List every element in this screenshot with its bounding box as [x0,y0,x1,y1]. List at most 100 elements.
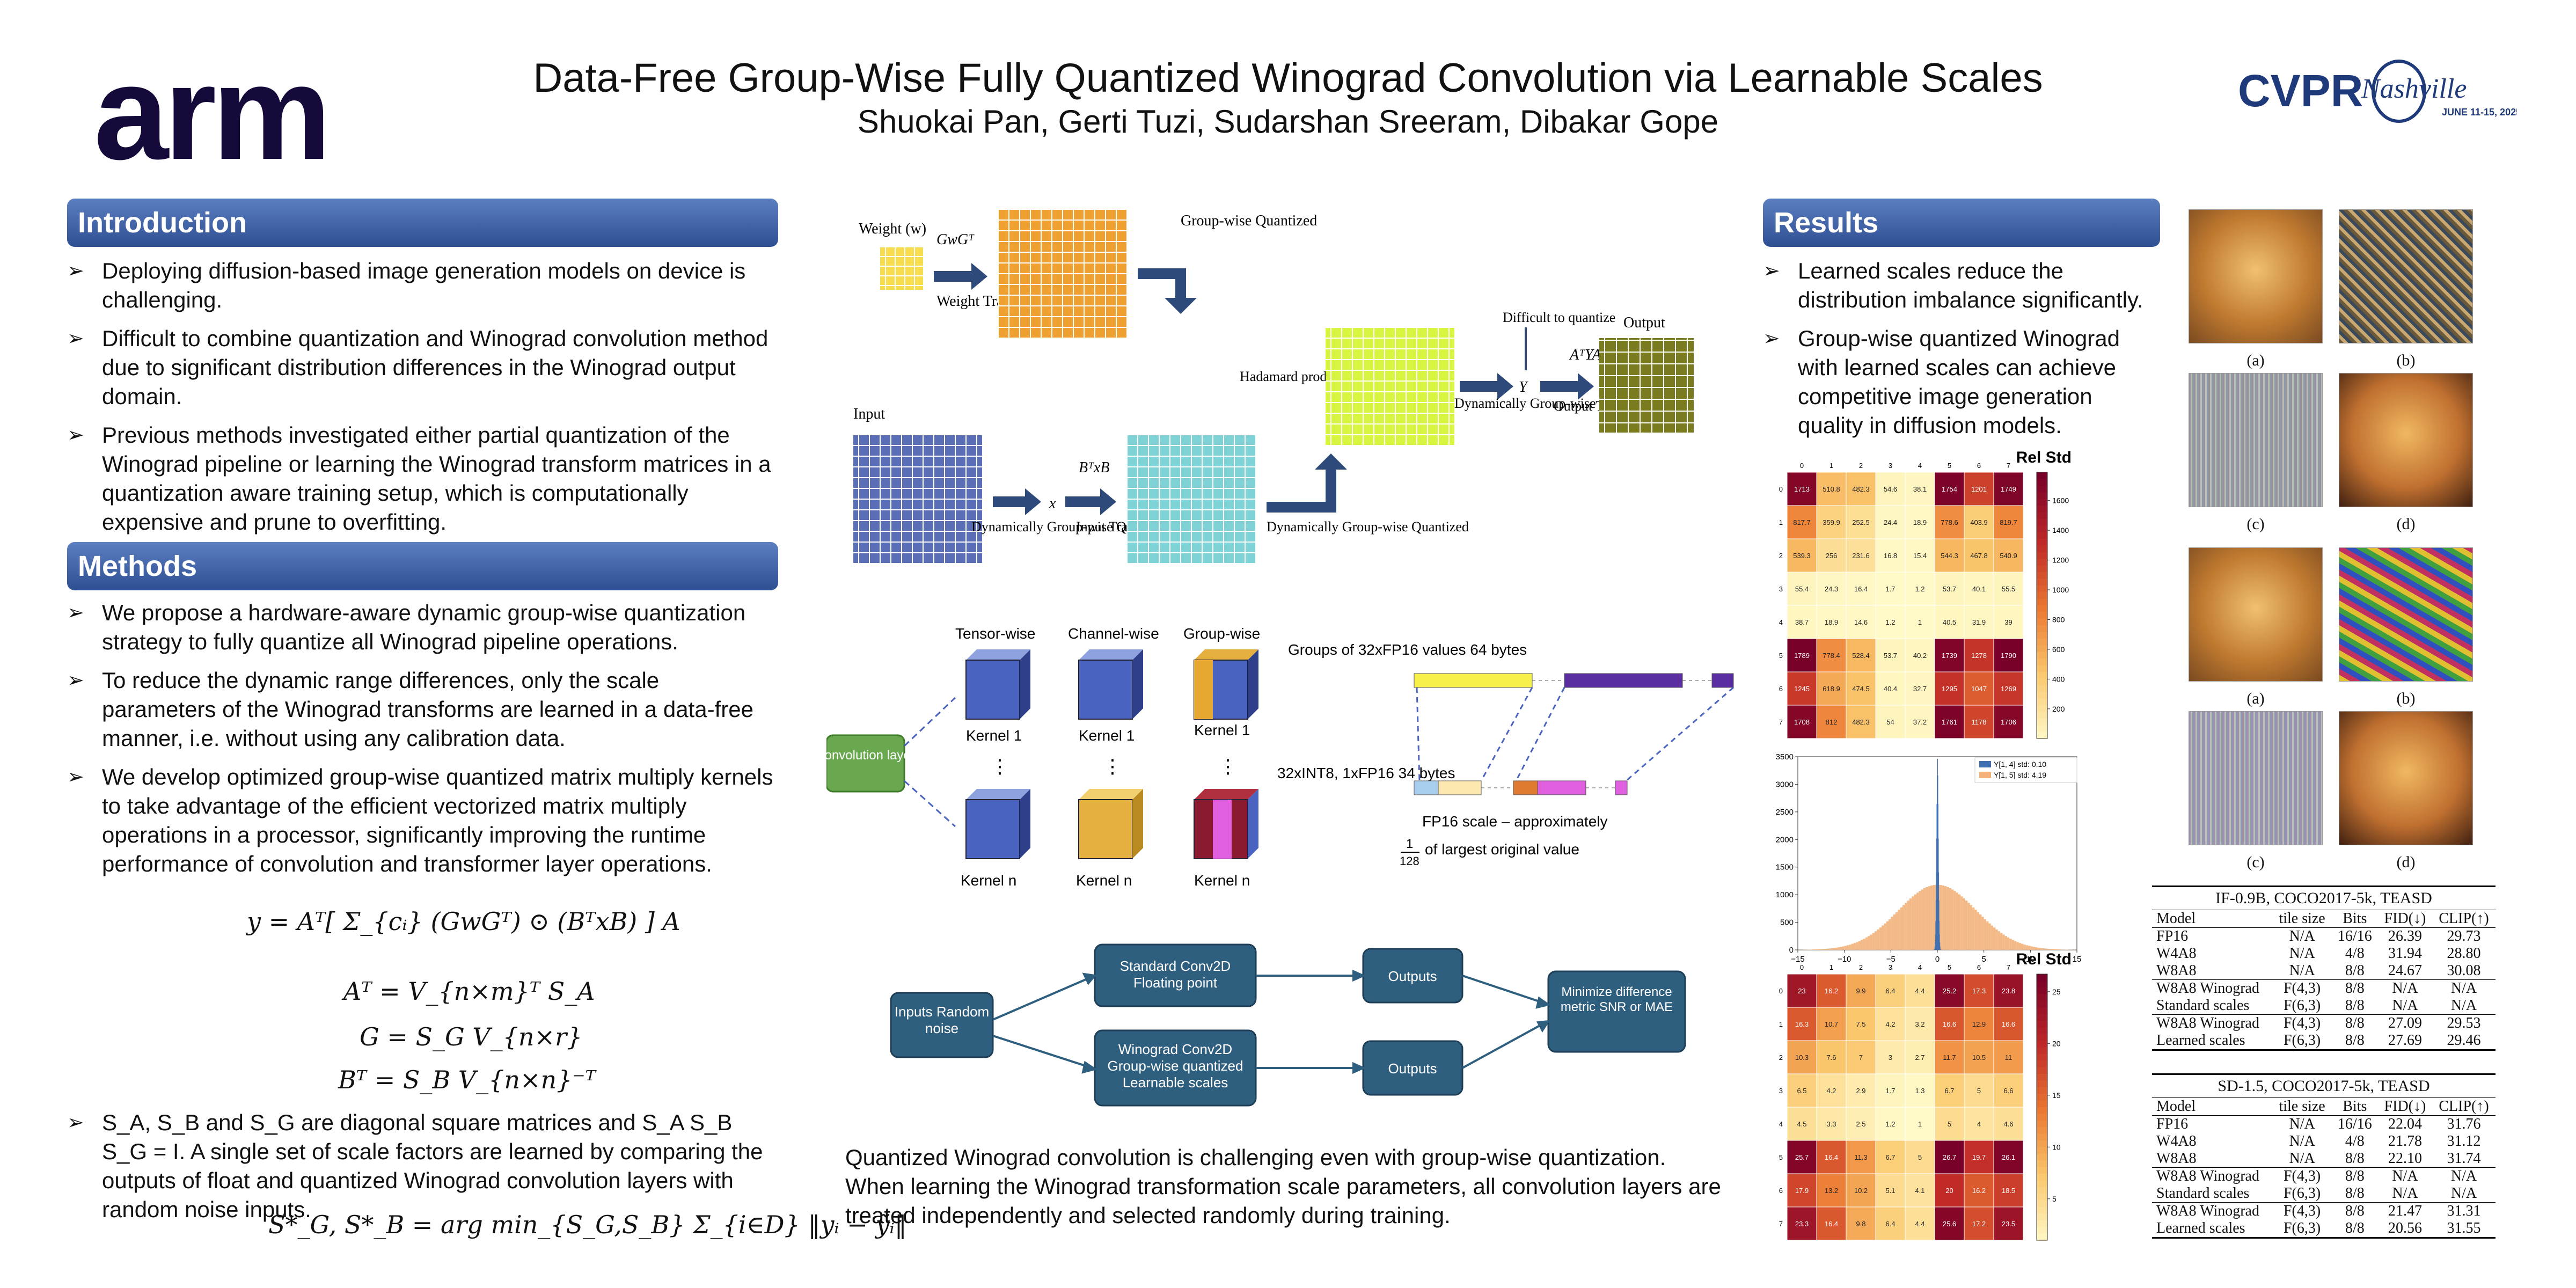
heatmap-2-cell-label: 20 [1945,1187,1953,1195]
hist-bar [1889,919,1891,950]
hist-bar [1865,937,1868,950]
heatmap-1-cell [1905,538,1935,573]
heatmap-2-cell-label: 4.2 [1885,1020,1895,1028]
table-header-cell: tile size [2272,1098,2332,1116]
table-cell: N/A [2377,979,2433,997]
heatmap-2-colorbar-segment [2037,1213,2047,1221]
heatmap-1-colorbar-segment [2037,712,2047,719]
heatmap-1-cell-label: 482.3 [1852,718,1870,726]
heatmap-1-cell [1993,538,2024,573]
heatmap-1-xtick: 4 [1918,462,1922,470]
heatmap-2-colorbar-segment [2037,1200,2047,1208]
heatmap-1-ytick: 4 [1779,618,1783,626]
table-cell: F(4,3) [2272,979,2332,997]
heatmap-1-cell-label: 1278 [1971,652,1987,660]
heatmap-2-cell [1993,1073,2024,1108]
hist-ytick-label: 500 [1780,918,1794,927]
equation-main: y = Aᵀ[ Σ_{cᵢ} (GwGᵀ) ⊙ (BᵀxB) ] A [247,907,680,936]
heatmap-2-cell [1846,1073,1876,1108]
heatmap-2-cell-label: 5 [1948,1120,1951,1128]
heatmap-1-xtick: 1 [1829,462,1833,470]
heatmap-1-cell [1816,472,1847,506]
heatmap-2-cell [1993,1173,2024,1208]
heatmap-2-cell-label: 17.9 [1795,1187,1809,1195]
hist-bar [2028,946,2031,950]
input-arrow [993,488,1041,515]
hist-bar [1956,892,1958,950]
hist-bar [1833,948,1835,950]
heatmap-1-cell-label: 53.7 [1884,652,1897,660]
table-cell: F(6,3) [2283,1185,2321,1202]
heatmap-2-cell-label: 2.9 [1856,1087,1865,1095]
hist-ytick-label: 2500 [1776,808,1794,817]
hist-bar [2044,948,2047,950]
heatmap-2-colorbar-segment [2037,1120,2047,1128]
hist-xtick-label: 15 [2073,955,2082,964]
heatmap-2-cell [1934,1107,1965,1141]
hist-xtick-label: −10 [1838,955,1851,964]
heatmap-2-colorbar-segment [2037,1060,2047,1068]
legend-label-2: Y[1, 5] std: 4.19 [1994,771,2046,779]
heatmap-1-cell [1993,572,2024,606]
heatmap-1-cell [1934,472,1965,506]
heatmap-1-cell-label: 231.6 [1852,552,1870,560]
heatmap-1-cell [1846,605,1876,639]
table-cell: W8A8 Winograd [2152,1167,2273,1185]
heatmap-1-cell-label: 1713 [1794,485,1810,493]
table-cell: 30.08 [2447,962,2481,979]
fp16-group-bar [1414,673,1734,688]
table-cell: F(4,3) [2272,1167,2332,1185]
heatmap-2-cell-label: 16.2 [1825,987,1838,995]
table-cell: F(4,3) [2272,1014,2332,1032]
heatmap-2-cell-label: 9.9 [1856,987,1865,995]
heatmap-2-cell-label: 5.1 [1885,1187,1895,1195]
hist-bar [2039,948,2042,950]
table-cell: Learned scales [2152,1032,2273,1051]
heatmap-2-colorbar-segment [2037,1160,2047,1168]
cvpr-logo: CVPR Nashville JUNE 11-15, 2025 [2238,60,2517,123]
heatmap-1-cell-label: 467.8 [1970,552,1988,560]
heatmap-1-ytick: 3 [1779,585,1783,593]
heatmap-1-cell-label: 40.1 [1972,585,1986,593]
btxb-label: BᵀxB [1079,459,1109,476]
heatmap-2-colorbar-label: 15 [2052,1091,2061,1100]
heatmap-1-cell [1964,538,1994,573]
heatmap-1-colorbar-segment [2037,672,2047,679]
heatmap-1-cell [1905,671,1935,706]
image-a-top [2189,209,2323,343]
heatmap-1-ytick: 6 [1779,685,1783,693]
results-bullet-1: Learned scales reduce the distribution i… [1763,257,2160,314]
heatmap-1-cell-label: 14.6 [1854,618,1868,626]
heatmap-2-cell [1846,974,1876,1008]
heatmap-1-cell-label: 31.9 [1972,618,1986,626]
quantization-granularity-diagram: Tensor-wise Channel-wise Group-wise Kern… [826,625,1734,889]
hist-bar [1919,891,1921,950]
heatmap-1-cell-label: 54 [1886,718,1894,726]
heatmap-2-ytick: 4 [1779,1120,1783,1128]
hist-bar [2053,949,2056,950]
table-cell: N/A [2392,1185,2418,1202]
label-d-top: (d) [2396,515,2416,533]
heatmap-1-cell [1964,572,1994,606]
image-b-top [2339,209,2473,343]
heatmap-2-cell-label: 4 [1977,1120,1981,1128]
poster-title: Data-Free Group-Wise Fully Quantized Win… [533,55,2043,101]
heatmap-1-cell-label: 256 [1826,552,1838,560]
heatmap-2-cell-label: 4.4 [1915,1220,1924,1228]
heatmap-1-cell [1905,505,1935,539]
heatmap-2-cell [1905,974,1935,1008]
hist-bar [2056,949,2059,950]
heatmap-1-cell [1846,572,1876,606]
hist-bar [2051,949,2054,950]
hist-bar [1896,912,1898,950]
heatmap-1-cell-label: 1739 [1942,652,1957,660]
heatmap-2-cell-label: 26.1 [2002,1153,2015,1161]
table-cell: 31.31 [2432,1202,2496,1220]
hist-bar [1854,943,1856,950]
hist-bar [1949,888,1951,950]
table-cell: 4/8 [2345,945,2365,962]
legend-label-1: Y[1, 4] std: 0.10 [1994,760,2046,769]
